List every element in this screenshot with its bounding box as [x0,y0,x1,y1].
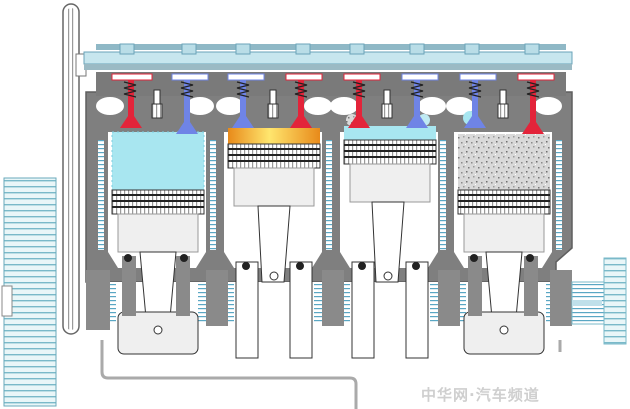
cylinder-4 [458,111,550,190]
intake-valve [171,73,209,134]
cylinder-1 [111,131,205,191]
connecting-rod [235,205,313,359]
cylinder-2 [228,128,320,144]
intake-valve [459,73,497,128]
piston-1 [111,189,205,253]
camshaft [83,44,573,70]
intake-valve [227,73,265,128]
connecting-rod [117,251,199,355]
spark-plug [151,89,163,119]
exhaust-valve [343,73,381,128]
compressed-charge [344,126,436,140]
exhaust-valve [517,73,555,134]
pistons [111,139,551,253]
connecting-rods [117,201,545,359]
spark-plugs [151,89,509,119]
engine-block [85,72,573,283]
spark-plug [381,89,393,119]
piston-2 [227,143,321,207]
exhaust-gas [458,134,550,190]
intake-charge [112,132,204,190]
combustion-flame [228,128,320,144]
connecting-rod [351,201,429,359]
spark-plug [267,89,279,119]
timing-belt [62,3,87,335]
watermark: 中华网·汽车频道 [421,386,540,404]
spark-plug [497,89,509,119]
valve-springs [123,81,540,98]
exhaust-valve [111,73,153,128]
valves [111,73,555,134]
piston-3 [343,139,437,203]
connecting-rod [463,251,545,355]
piston-4 [457,189,551,253]
cam-lobes [119,43,540,55]
exhaust-valve [285,73,323,128]
intake-valve [401,73,439,128]
valve-ports [96,97,562,115]
crankshaft-output [571,257,627,345]
oil-pan [100,340,562,409]
flywheel [1,177,57,407]
